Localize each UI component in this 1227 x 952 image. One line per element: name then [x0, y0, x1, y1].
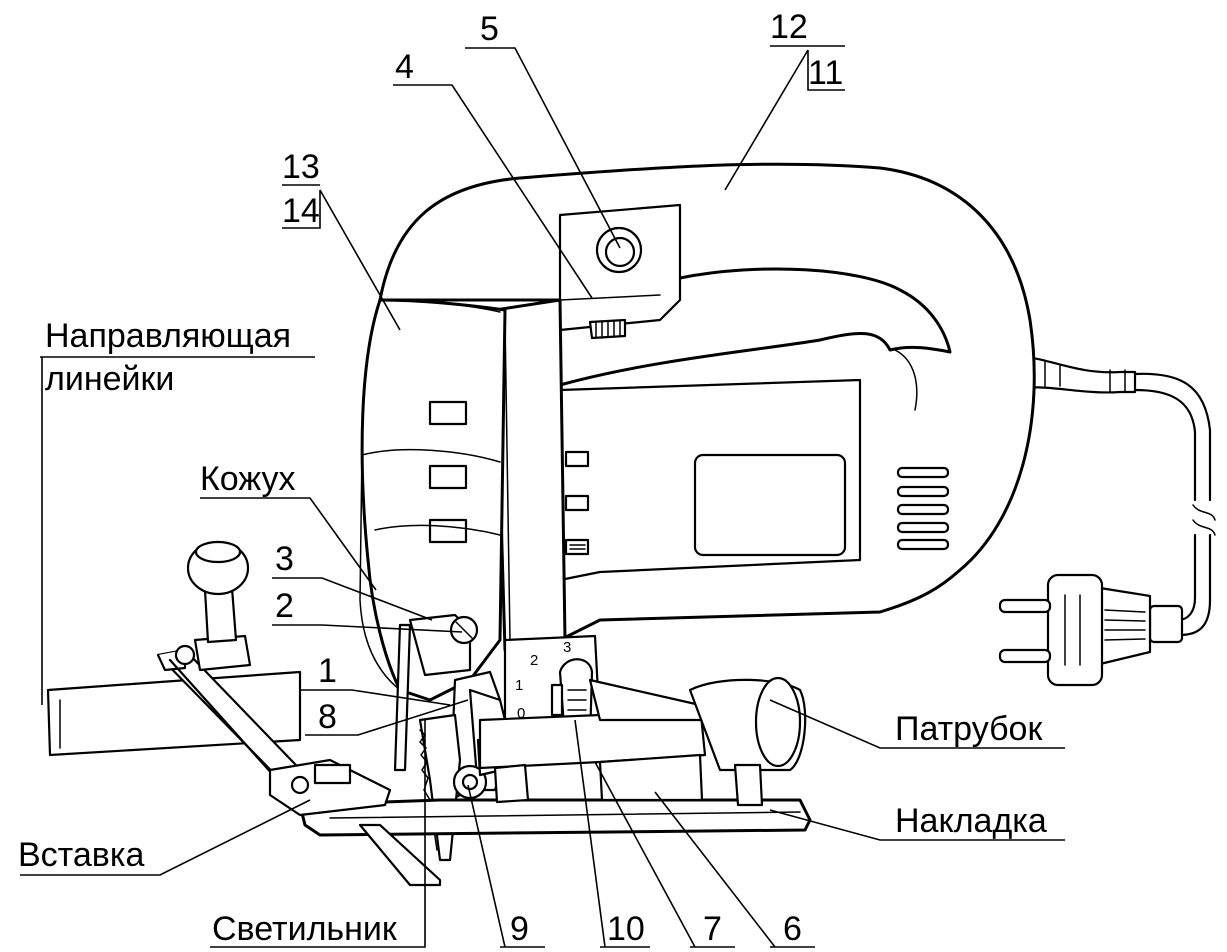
- label-number-13: 13: [282, 148, 320, 186]
- label-number-14: 14: [282, 192, 320, 230]
- dial-mark-0: 0: [517, 705, 525, 722]
- label-insert: Вставка: [18, 836, 144, 874]
- front-nose: [359, 298, 507, 702]
- label-number-8: 8: [318, 698, 337, 736]
- label-number-12: 12: [770, 8, 808, 46]
- label-number-11: 11: [808, 54, 843, 92]
- label-number-6: 6: [783, 910, 802, 948]
- labels: 5 4 12 11 13 14 Направляющая линейки Кож…: [18, 8, 1047, 948]
- label-overlay: Накладка: [895, 802, 1047, 840]
- dial-mark-1: 1: [515, 677, 523, 694]
- label-number-2: 2: [275, 587, 294, 625]
- label-nozzle: Патрубок: [895, 710, 1043, 748]
- dial-mark-2: 2: [530, 652, 538, 669]
- label-number-4: 4: [395, 48, 414, 86]
- rip-fence-guide: [46, 540, 392, 817]
- label-number-7: 7: [703, 910, 722, 948]
- label-cover: Кожух: [200, 460, 295, 498]
- label-number-9: 9: [510, 910, 529, 948]
- label-guide-line2: линейки: [45, 360, 174, 398]
- label-number-10: 10: [607, 910, 645, 948]
- power-cord: [998, 355, 1216, 687]
- label-number-1: 1: [318, 652, 337, 690]
- label-guide-line1: Направляющая: [45, 317, 291, 355]
- leader-lines: [20, 45, 1065, 948]
- jigsaw-illustration: 0 1 2 3: [46, 162, 1216, 887]
- label-number-3: 3: [275, 540, 294, 578]
- label-number-5: 5: [480, 10, 499, 48]
- dial-mark-3: 3: [563, 639, 571, 656]
- label-lamp: Светильник: [212, 910, 398, 948]
